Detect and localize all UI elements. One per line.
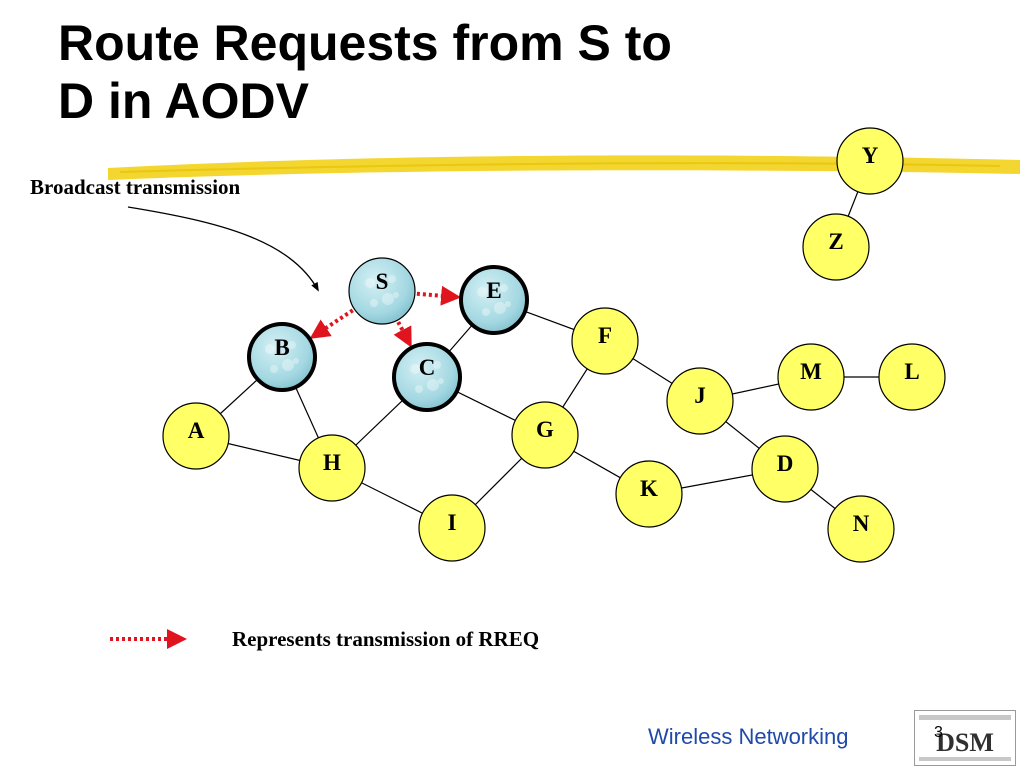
node-i-label: I bbox=[448, 510, 457, 535]
node-i: I bbox=[418, 494, 486, 562]
node-a: A bbox=[162, 402, 230, 470]
node-s-circle bbox=[348, 257, 416, 325]
node-b-circle bbox=[247, 322, 317, 392]
node-l-circle bbox=[878, 343, 946, 411]
node-a-label: A bbox=[188, 418, 205, 443]
footer-text: Wireless Networking bbox=[648, 724, 849, 749]
broadcast-arrow bbox=[127, 206, 319, 292]
bubble-texture bbox=[494, 302, 506, 314]
page-number: 3 bbox=[934, 724, 943, 741]
node-k-circle bbox=[615, 460, 683, 528]
node-b: B bbox=[247, 322, 317, 392]
node-e-label: E bbox=[486, 278, 501, 303]
bubble-texture bbox=[438, 378, 444, 384]
node-n: N bbox=[827, 495, 895, 563]
bubble-texture bbox=[265, 344, 275, 354]
legend-label: Represents transmission of RREQ bbox=[232, 627, 539, 651]
node-h-label: H bbox=[323, 450, 341, 475]
node-m-label: M bbox=[800, 359, 822, 384]
node-m-circle bbox=[777, 343, 845, 411]
slide-title: Route Requests from S to D in AODV bbox=[58, 14, 878, 130]
broadcast-label: Broadcast transmission bbox=[30, 175, 241, 199]
node-j-label: J bbox=[694, 383, 706, 408]
bubble-texture bbox=[505, 301, 511, 307]
bubble-texture bbox=[370, 299, 378, 307]
node-k: K bbox=[615, 460, 683, 528]
node-h: H bbox=[298, 434, 366, 502]
logo-text: DSM bbox=[936, 728, 994, 757]
node-y-label: Y bbox=[862, 143, 879, 168]
node-m: M bbox=[777, 343, 845, 411]
bubble-texture bbox=[482, 308, 490, 316]
bubble-texture bbox=[388, 275, 396, 283]
rreq-layer bbox=[309, 285, 462, 348]
rreq-arrow-s-e bbox=[416, 285, 462, 306]
node-d: D bbox=[751, 435, 819, 503]
nodes-layer: S E B C A H I G F J K M L D N Y Z bbox=[162, 127, 946, 563]
node-y-circle bbox=[836, 127, 904, 195]
bubble-texture bbox=[282, 359, 294, 371]
bubble-texture bbox=[433, 361, 441, 369]
node-f-label: F bbox=[598, 323, 612, 348]
node-g-circle bbox=[511, 401, 579, 469]
node-s-label: S bbox=[376, 269, 389, 294]
bubble-texture bbox=[382, 293, 394, 305]
bubble-texture bbox=[415, 385, 423, 393]
node-e: E bbox=[459, 265, 529, 335]
node-c-label: C bbox=[419, 355, 436, 380]
title-line-2: D in AODV bbox=[58, 73, 309, 129]
node-b-label: B bbox=[274, 335, 289, 360]
bubble-texture bbox=[427, 379, 439, 391]
node-d-label: D bbox=[777, 451, 794, 476]
dsm-logo: DSM bbox=[914, 710, 1016, 766]
node-h-circle bbox=[298, 434, 366, 502]
node-l: L bbox=[878, 343, 946, 411]
legend: Represents transmission of RREQ bbox=[110, 627, 539, 651]
node-s: S bbox=[348, 257, 416, 325]
node-k-label: K bbox=[640, 476, 658, 501]
node-g: G bbox=[511, 401, 579, 469]
node-g-label: G bbox=[536, 417, 554, 442]
node-c: C bbox=[392, 342, 462, 412]
bubble-texture bbox=[288, 341, 296, 349]
node-i-circle bbox=[418, 494, 486, 562]
bubble-texture bbox=[270, 365, 278, 373]
rreq-arrow-s-b bbox=[309, 308, 354, 339]
node-f-circle bbox=[571, 307, 639, 375]
title-line-1: Route Requests from S to bbox=[58, 15, 672, 71]
node-e-circle bbox=[459, 265, 529, 335]
node-j-circle bbox=[666, 367, 734, 435]
node-z-label: Z bbox=[828, 229, 843, 254]
node-a-circle bbox=[162, 402, 230, 470]
node-n-circle bbox=[827, 495, 895, 563]
bubble-texture bbox=[410, 364, 420, 374]
node-n-label: N bbox=[853, 511, 870, 536]
bubble-texture bbox=[393, 292, 399, 298]
node-f: F bbox=[571, 307, 639, 375]
node-l-label: L bbox=[904, 359, 919, 384]
bubble-texture bbox=[500, 284, 508, 292]
node-z: Z bbox=[802, 213, 870, 281]
node-c-circle bbox=[392, 342, 462, 412]
node-z-circle bbox=[802, 213, 870, 281]
bubble-texture bbox=[477, 287, 487, 297]
rreq-arrow-s-c bbox=[393, 321, 412, 348]
node-d-circle bbox=[751, 435, 819, 503]
node-j: J bbox=[666, 367, 734, 435]
node-y: Y bbox=[836, 127, 904, 195]
dsm-logo-graphic: DSM bbox=[919, 715, 1011, 761]
bubble-texture bbox=[365, 278, 375, 288]
bubble-texture bbox=[293, 358, 299, 364]
